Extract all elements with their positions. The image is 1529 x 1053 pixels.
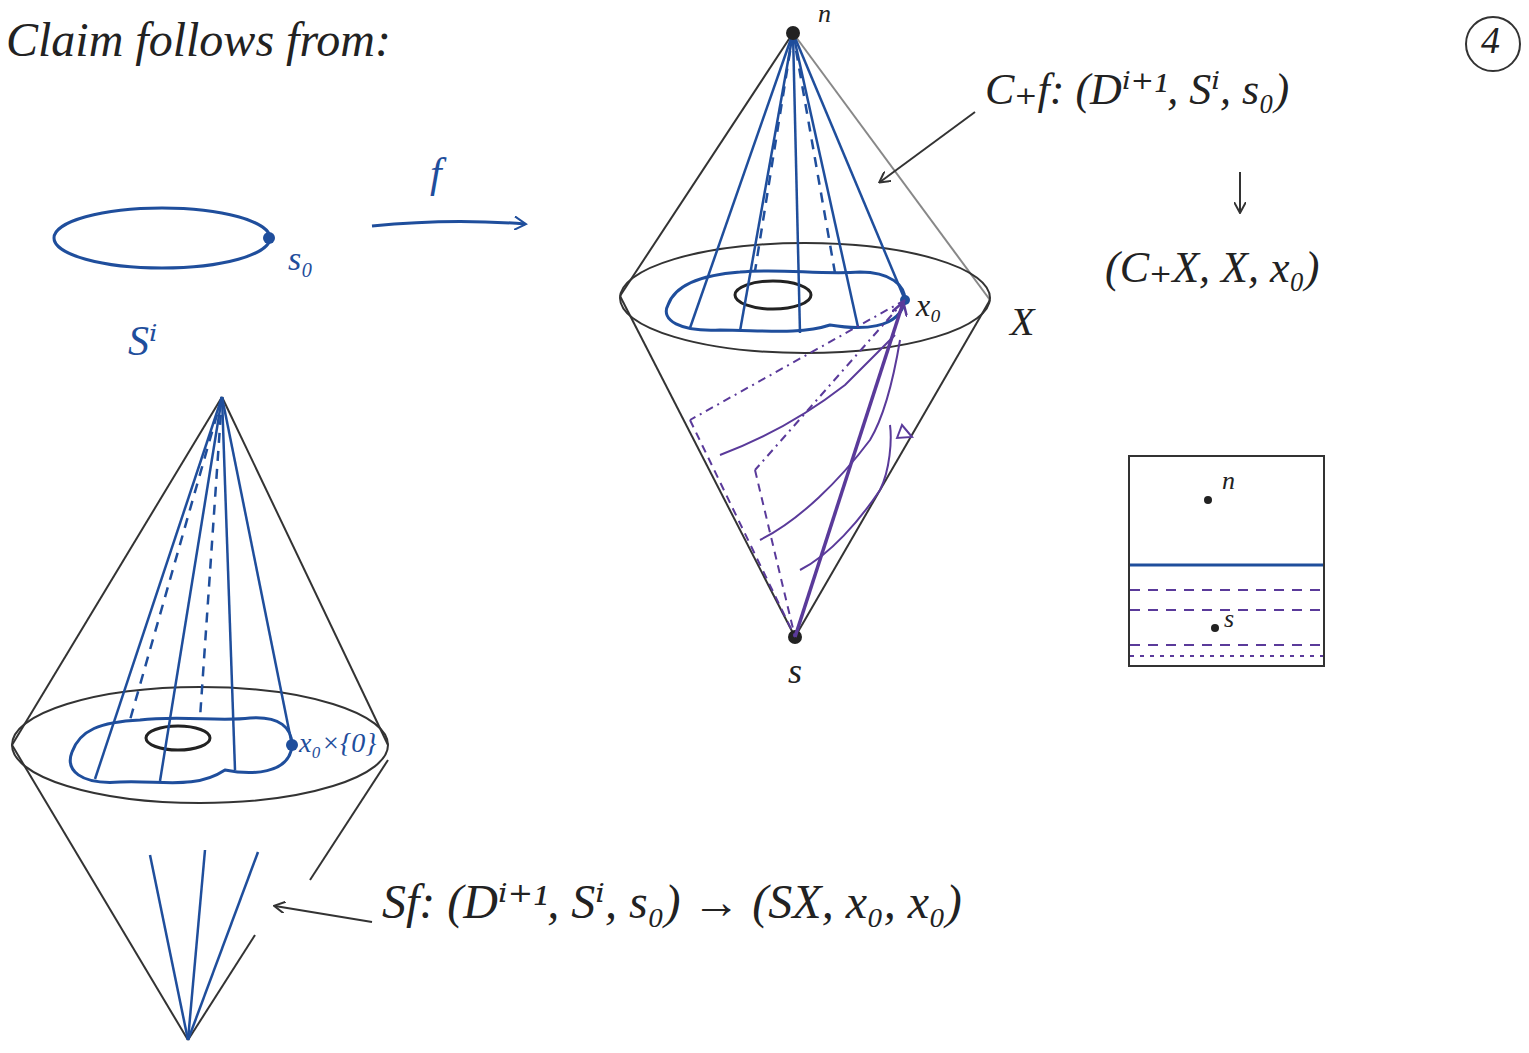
pole-label: n — [1222, 468, 1235, 494]
sphere-loop — [54, 208, 270, 268]
map-name: f — [430, 150, 442, 196]
pole-label: n — [818, 0, 831, 29]
claim-text: Claim follows from: — [6, 14, 391, 67]
parameter-square: ns — [1128, 455, 1325, 667]
leader-arrow — [880, 112, 975, 182]
suspension-bottom — [12, 397, 388, 1040]
page-number: 4 — [1481, 20, 1500, 62]
pole-label: s — [788, 652, 802, 692]
map-arrow — [1239, 172, 1241, 212]
basepoint-label: s₀ — [288, 240, 313, 277]
basepoint-label: x₀ — [916, 288, 941, 323]
sphere-label: Sⁱ — [128, 318, 157, 364]
space-label: X — [1010, 300, 1034, 344]
square-lines — [1130, 496, 1323, 656]
basepoint-dot — [263, 232, 275, 244]
target-label: (C₊X, X, x₀) — [1105, 244, 1319, 292]
basepoint-label: x₀×{0} — [299, 728, 376, 759]
pole-label: s — [1224, 606, 1234, 632]
suspension-top — [620, 26, 990, 644]
page-circle — [1466, 17, 1520, 71]
map-label: Sf: (Dⁱ⁺¹, Sⁱ, s₀) → (SX, x₀, x₀) — [382, 876, 962, 929]
map-arrow — [372, 221, 525, 226]
leader-arrow — [275, 906, 372, 922]
map-label: C₊f: (Dⁱ⁺¹, Sⁱ, s₀) — [985, 66, 1289, 114]
